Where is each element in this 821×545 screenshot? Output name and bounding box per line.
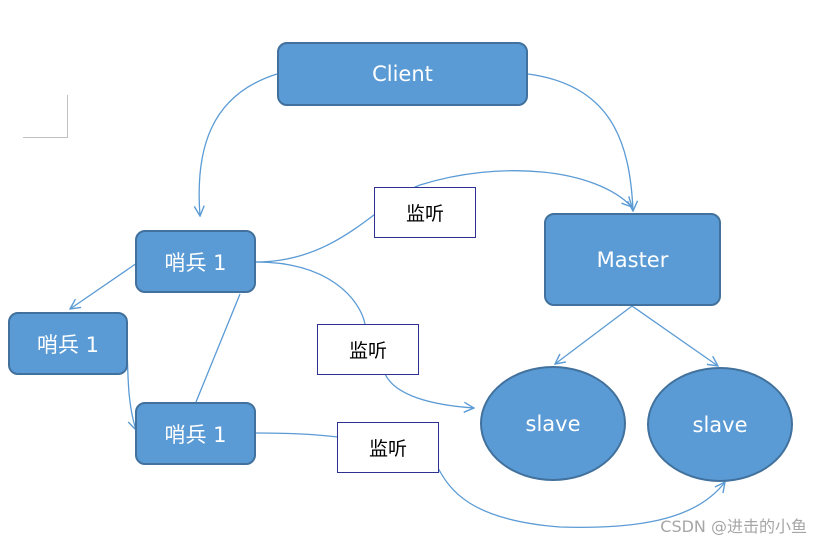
monitor-label-3-text: 监听 xyxy=(368,438,407,460)
monitor-label-1: 监听 xyxy=(374,187,476,238)
watermark: CSDN @进击的小鱼 xyxy=(660,517,807,536)
master-node: Master xyxy=(544,213,721,306)
slave-left-node: slave xyxy=(480,366,626,481)
master-label: Master xyxy=(596,247,669,272)
edge-sentinel-to-sentinel-left xyxy=(70,262,138,309)
edge-sentinel-monitor-slave-right xyxy=(255,432,725,529)
client-label: Client xyxy=(372,62,433,86)
client-node: Client xyxy=(277,42,528,106)
slave-right-node: slave xyxy=(647,367,793,482)
sentinel-top-node: 哨兵 1 xyxy=(135,230,256,293)
page-corner-mark xyxy=(23,95,68,138)
edge-master-to-slave-left xyxy=(555,305,633,364)
monitor-label-2: 监听 xyxy=(317,324,419,375)
monitor-label-3: 监听 xyxy=(337,422,439,473)
monitor-label-2-text: 监听 xyxy=(348,340,387,362)
sentinel-left-label: 哨兵 1 xyxy=(36,332,100,357)
edge-client-to-sentinel xyxy=(199,73,278,216)
monitor-label-1-text: 监听 xyxy=(405,203,444,225)
edge-master-to-slave-right xyxy=(631,305,718,366)
sentinel-top-label: 哨兵 1 xyxy=(164,250,227,275)
edge-sentinel-top-to-bottom xyxy=(195,293,241,403)
edge-client-to-master xyxy=(527,73,633,211)
edge-sentinel-monitor-master xyxy=(255,170,632,263)
sentinel-bottom-node: 哨兵 1 xyxy=(135,402,256,465)
edge-sentinel-monitor-slave xyxy=(255,261,474,408)
sentinel-left-node: 哨兵 1 xyxy=(8,312,128,375)
slave-left-label: slave xyxy=(525,411,581,436)
sentinel-bottom-label: 哨兵 1 xyxy=(164,422,227,447)
slave-right-label: slave xyxy=(692,412,748,437)
